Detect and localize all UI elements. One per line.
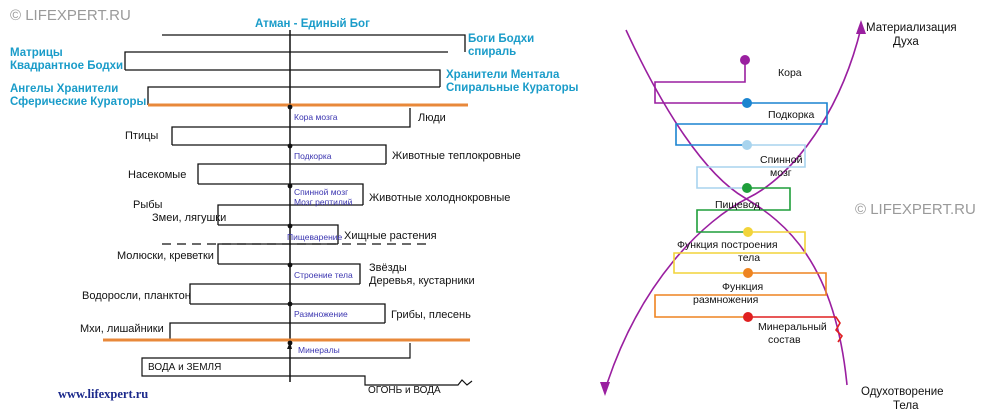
arrow-down-icon	[600, 382, 610, 396]
label-fish: Рыбы	[133, 199, 163, 211]
label-cortex: Кора мозга	[294, 112, 338, 122]
level-esophagus: Пищевод	[715, 199, 760, 211]
label-digestion: Пищеварение	[287, 232, 343, 242]
label-spinal-line2: Мозг рептилий	[294, 197, 353, 207]
step-matrices	[124, 51, 448, 70]
level-build-line1: Функция построения	[677, 239, 778, 251]
label-matrices-line2: Квадрантное Бодхи	[10, 60, 123, 72]
dot-build	[743, 227, 753, 237]
label-mosses: Мхи, лишайники	[80, 323, 164, 335]
step-fish	[218, 224, 339, 244]
website-link[interactable]: www.lifexpert.ru	[58, 387, 148, 401]
label-warm-blooded: Животные теплокровные	[392, 150, 521, 162]
label-mollusks: Молюски, креветки	[117, 250, 214, 262]
level-repro-line1: Функция	[722, 281, 763, 293]
zig-subcortex	[675, 102, 828, 146]
label-cold-blooded: Животные холоднокровные	[369, 192, 510, 204]
arrow-up-icon	[856, 20, 866, 34]
label-birds: Птицы	[125, 130, 158, 142]
label-gods-line1: Боги Бодхи	[468, 33, 534, 45]
curve-body-ascending	[604, 27, 862, 391]
label-keepers-line2: Спиральные Кураторы	[446, 82, 579, 94]
step-mollusks	[218, 263, 361, 284]
step-birds	[172, 144, 387, 164]
step-keepers	[125, 69, 441, 87]
step-gods	[162, 34, 466, 52]
label-fire-water: ОГОНЬ и ВОДА	[368, 385, 441, 396]
zig-reproduction	[654, 272, 827, 318]
level-build-line2: тела	[738, 252, 760, 264]
step-angels	[147, 86, 440, 105]
title-atman: Атман - Единый Бог	[255, 18, 370, 30]
watermark-left: © LIFEXPERT.RU	[10, 7, 131, 24]
minerals-arrow	[287, 342, 292, 349]
label-spinal-line1: Спинной мозг	[294, 187, 348, 197]
label-spirit: Духа	[893, 36, 919, 48]
step-stars	[189, 283, 360, 304]
step-minerals	[141, 343, 473, 386]
label-body-structure: Строение тела	[294, 270, 353, 280]
label-matrices-line1: Матрицы	[10, 47, 63, 59]
step-people	[171, 108, 411, 145]
axis-dots	[287, 104, 293, 346]
step-fungi	[169, 322, 385, 340]
level-mineral-line2: состав	[768, 334, 801, 346]
label-predatory-plants: Хищные растения	[344, 230, 437, 242]
level-mineral-line1: Минеральный	[758, 321, 827, 333]
dot-reproduction	[743, 268, 753, 278]
dot-esophagus	[742, 183, 752, 193]
dot-cortex	[740, 55, 750, 65]
zig-build	[673, 231, 806, 274]
label-reproduction: Размножение	[294, 309, 348, 319]
label-fungi: Грибы, плесень	[391, 309, 471, 321]
label-algae: Водоросли, планктон	[82, 290, 191, 302]
label-angels-line1: Ангелы Хранители	[10, 83, 118, 95]
label-gods-line2: спираль	[468, 46, 516, 58]
label-minerals: Минералы	[298, 345, 340, 355]
label-body: Тела	[893, 400, 919, 412]
label-angels-line2: Сферические Кураторы	[10, 96, 147, 108]
step-algae	[190, 303, 386, 323]
level-repro-line2: размножения	[693, 294, 758, 306]
zig-cortex	[654, 60, 747, 104]
dot-subcortex	[742, 98, 752, 108]
step-insects	[198, 183, 364, 205]
label-people: Люди	[418, 112, 446, 124]
dot-spinal	[742, 140, 752, 150]
left-diagram: © LIFEXPERT.RU	[10, 7, 579, 401]
label-snakes: Змеи, лягушки	[152, 212, 226, 224]
label-keepers-line1: Хранители Ментала	[446, 69, 560, 81]
level-spinal-line1: Спинной	[760, 154, 803, 166]
label-spiritualization: Одухотворение	[861, 386, 944, 398]
step-cold	[217, 204, 363, 225]
level-subcortex: Подкорка	[768, 109, 814, 121]
step-predatory	[217, 243, 338, 264]
label-trees: Деревья, кустарники	[369, 275, 475, 287]
label-materialization: Материализация	[866, 22, 957, 34]
curve-spirit-descending	[625, 29, 848, 386]
level-spinal-line2: мозг	[770, 167, 792, 179]
zig-esophagus	[696, 187, 791, 233]
level-cortex: Кора	[778, 67, 802, 79]
zig-spinal	[696, 144, 806, 189]
label-insects: Насекомые	[128, 169, 186, 181]
watermark-right: © LIFEXPERT.RU	[855, 201, 976, 218]
label-subcortex: Подкорка	[294, 151, 332, 161]
label-water-earth: ВОДА и ЗЕМЛЯ	[148, 362, 221, 373]
label-stars: Звёзды	[369, 262, 407, 274]
dot-mineral	[743, 312, 753, 322]
step-warm	[197, 163, 386, 184]
zig-mineral	[748, 316, 844, 343]
right-diagram: © LIFEXPERT.RU Материализация Духа Одухо…	[600, 20, 976, 412]
